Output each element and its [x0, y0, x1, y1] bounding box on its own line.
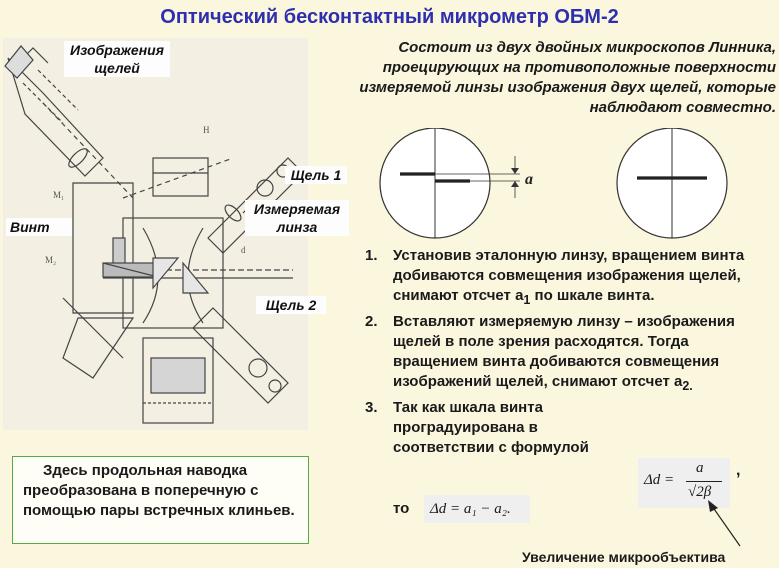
mark-m1: M₁ — [53, 190, 64, 200]
fields-of-view: a — [379, 128, 728, 239]
step-3: 3.Так как шкала винта проградуирована в … — [365, 399, 589, 456]
footer-caption: Увеличение микрообъектива — [522, 549, 726, 565]
top-block-h — [152, 157, 209, 197]
label-slit-1: Щель 1 — [285, 166, 347, 184]
step-1: 1.Установив эталонную линзу, вращением в… — [365, 247, 745, 307]
procedure-steps: 1.Установив эталонную линзу, вращением в… — [365, 246, 775, 460]
label-slit-images: Изображения щелей — [64, 41, 170, 77]
note-box: Здесь продольная наводка преобразована в… — [12, 456, 309, 544]
gap-symbol-a: a — [525, 171, 533, 188]
mark-m2: M₂ — [45, 255, 56, 265]
label-measured-lens: Измеряемая линза — [245, 200, 349, 236]
label-slit-2: Щель 2 — [256, 296, 326, 314]
pointer-arrow — [708, 500, 741, 547]
bottom-block — [142, 337, 214, 424]
formula-resolution: Δd = a √2β — [638, 458, 730, 508]
upper-left-tube — [7, 57, 104, 177]
lower-right-tube — [192, 307, 289, 404]
wedge-2 — [182, 261, 210, 294]
central-housing — [72, 182, 134, 314]
intro-text: Состоит из двух двойных микроскопов Линн… — [359, 39, 776, 116]
label-screw: Винт — [6, 218, 72, 236]
lower-left-tube — [62, 317, 135, 379]
mark-h: H — [203, 125, 210, 135]
formula-difference: Δd = a₁ − a₂. — [424, 495, 530, 523]
wedge-1 — [152, 257, 180, 290]
then-word: то — [393, 500, 410, 517]
mark-d: d — [241, 245, 246, 255]
field-aligned — [616, 128, 728, 239]
step-2: 2.Вставляют измеряемую линзу – изображен… — [365, 313, 735, 393]
field-misaligned: a — [379, 128, 533, 239]
formula-comma: , — [736, 462, 741, 479]
slide-title: Оптический бесконтактный микрометр ОБМ-2 — [160, 6, 619, 28]
